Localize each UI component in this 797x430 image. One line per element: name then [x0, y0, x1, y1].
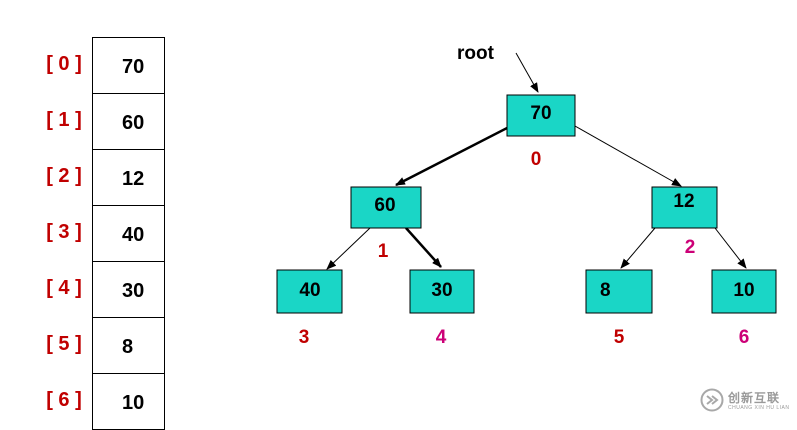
tree-index-4: 4 [436, 327, 447, 348]
tree-node-value-2: 12 [673, 191, 694, 212]
tree-index-6: 6 [739, 327, 750, 348]
array-index-5: [ 5 ] [46, 333, 82, 355]
tree-index-5: 5 [614, 327, 625, 348]
array-cell-0: 70 [92, 38, 165, 94]
tree-node-1: 60 [350, 186, 422, 229]
array-cell-3: 40 [92, 206, 165, 262]
tree-node-6: 10 [711, 269, 777, 314]
tree-node-value-4: 30 [431, 280, 452, 301]
array-cell-4: 30 [92, 262, 165, 318]
heap-array: 70 60 12 40 30 8 10 [92, 37, 165, 430]
tree-node-4: 30 [409, 269, 475, 314]
edge-0-1 [395, 124, 512, 187]
array-index-3: [ 3 ] [46, 221, 82, 243]
array-cell-1: 60 [92, 94, 165, 150]
array-index-0: [ 0 ] [46, 53, 82, 75]
root-label: root [457, 43, 495, 64]
tree-node-2: 12 [651, 186, 718, 229]
array-cell-2: 12 [92, 150, 165, 206]
tree-index-3: 3 [299, 327, 310, 348]
tree-index-0: 0 [531, 149, 542, 170]
edge-1-3 [326, 227, 371, 270]
root-pointer-arrow [515, 52, 539, 93]
array-index-2: [ 2 ] [46, 165, 82, 187]
watermark-text: 创新互联 [728, 391, 781, 405]
watermark-subtext: CHUANG XIN HU LIAN [728, 405, 790, 411]
watermark: 创新互联 CHUANG XIN HU LIAN [700, 386, 792, 416]
edge-2-5 [620, 227, 656, 269]
tree-node-3: 40 [276, 269, 343, 314]
edge-0-2 [574, 125, 682, 187]
tree-node-value-0: 70 [530, 103, 551, 124]
tree-index-1: 1 [378, 241, 389, 262]
array-index-4: [ 4 ] [46, 277, 82, 299]
edge-1-4 [405, 227, 442, 268]
array-index-1: [ 1 ] [46, 109, 82, 131]
tree-node-value-1: 60 [374, 195, 395, 216]
tree-index-2: 2 [685, 237, 696, 258]
watermark-logo-icon [700, 388, 724, 412]
edge-2-6 [714, 227, 747, 269]
array-index-6: [ 6 ] [46, 389, 82, 411]
tree-node-5: 8 [585, 269, 653, 314]
tree-node-value-6: 10 [733, 280, 754, 301]
array-cell-5: 8 [92, 318, 165, 374]
tree-node-0: 70 [506, 94, 576, 137]
tree-node-value-5: 8 [600, 280, 611, 301]
tree-node-value-3: 40 [299, 280, 320, 301]
